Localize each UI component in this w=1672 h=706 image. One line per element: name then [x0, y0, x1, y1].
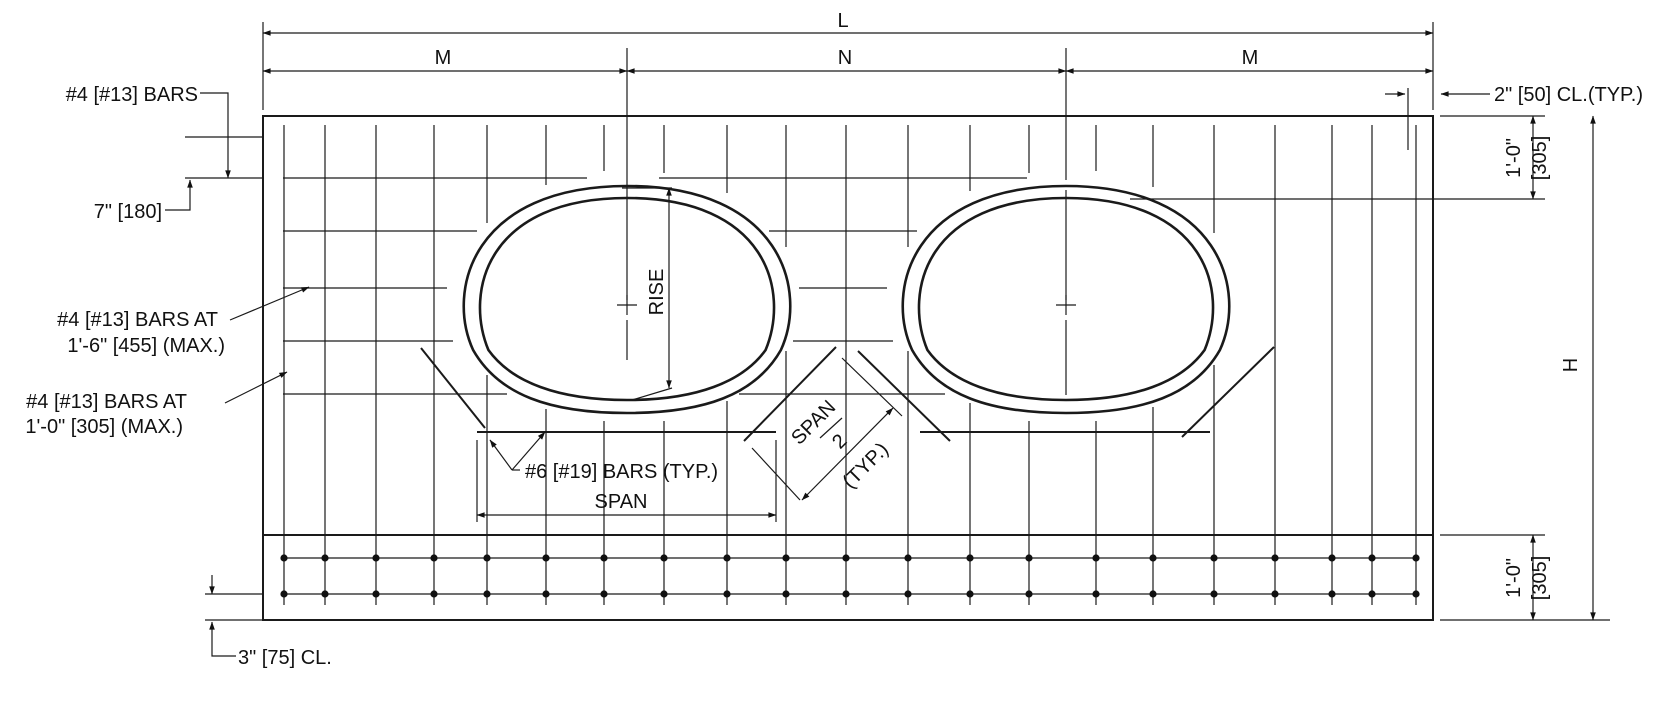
label-span: SPAN [595, 491, 648, 513]
bar-section-dot [321, 554, 329, 562]
bar-section-dot [660, 590, 668, 598]
label-top-spacing: 7" [180] [94, 201, 162, 223]
bar-section-dot [1025, 590, 1033, 598]
dimension-lines-top [262, 22, 1434, 110]
label-top-cover-metric: [305] [1529, 136, 1551, 180]
label-bottom-zone: 1'-0" [1503, 558, 1525, 598]
label-grid-large-2: 1'-6" [455] (MAX.) [67, 335, 225, 357]
dimension-lines-right [1130, 88, 1610, 621]
label-clear-cover-bottom: 3" [75] CL. [238, 647, 332, 669]
bar-section-dot [1149, 554, 1157, 562]
callout-leaders-left [165, 92, 546, 657]
labels: L M N M 2" [50] CL.(TYP.) #4 [#13] BARS … [25, 10, 1643, 669]
bar-section-dot [782, 590, 790, 598]
label-M-right: M [1242, 47, 1259, 69]
bar-section-dot [600, 554, 608, 562]
span-rise-dimensions [476, 187, 903, 522]
headwall-outline [262, 115, 1434, 621]
label-bottom-zone-metric: [305] [1529, 556, 1551, 600]
bar-section-dot [1368, 590, 1376, 598]
bar-section-dot [782, 554, 790, 562]
bar-section-dot [372, 554, 380, 562]
bar-section-dot [430, 554, 438, 562]
label-top-cover: 1'-0" [1503, 138, 1525, 178]
bar-section-dot [1092, 554, 1100, 562]
label-M-left: M [435, 47, 452, 69]
bar-section-dot [1271, 554, 1279, 562]
bar-section-dot [966, 590, 974, 598]
bar-section-dot [483, 554, 491, 562]
bar-section-dot [904, 554, 912, 562]
bar-section-dot [1368, 554, 1376, 562]
reinforcement-grid [283, 125, 1418, 605]
bar-section-dot [483, 590, 491, 598]
bar-section-dot [372, 590, 380, 598]
bar-section-dot [966, 554, 974, 562]
bar-section-dot [1149, 590, 1157, 598]
bar-section-dot [542, 590, 550, 598]
bar-section-dot [1271, 590, 1279, 598]
label-diagonal-bars: #6 [#19] BARS (TYP.) [525, 461, 718, 483]
bar-section-dot [1328, 590, 1336, 598]
fraction-bar [819, 417, 843, 439]
left-arch-opening [462, 184, 792, 415]
bar-section-dot [723, 554, 731, 562]
label-rise: RISE [646, 269, 668, 316]
label-N: N [838, 47, 852, 69]
bar-section-dot [1025, 554, 1033, 562]
bar-section-dot [321, 590, 329, 598]
bar-section-dot [1412, 590, 1420, 598]
bar-section-dot [280, 554, 288, 562]
bar-section-dot [542, 554, 550, 562]
label-clear-cover-top: 2" [50] CL.(TYP.) [1494, 84, 1643, 106]
label-half-span-bottom: 2 [828, 430, 851, 453]
bar-section-dot [1092, 590, 1100, 598]
label-grid-large-1: #4 [#13] BARS AT [57, 309, 218, 331]
bar-section-dot [1210, 590, 1218, 598]
bar-section-dot [660, 554, 668, 562]
bar-section-dot [1328, 554, 1336, 562]
bottom-longitudinal-bars [280, 554, 1420, 598]
bar-section-dot [723, 590, 731, 598]
bar-section-dot [1412, 554, 1420, 562]
right-arch-opening [901, 184, 1231, 415]
label-grid-small-1: #4 [#13] BARS AT [26, 391, 187, 413]
bar-section-dot [842, 590, 850, 598]
bar-section-dot [1210, 554, 1218, 562]
diagonal-bars [420, 346, 1275, 442]
label-L: L [837, 10, 848, 32]
label-H: H [1560, 358, 1582, 372]
bar-section-dot [842, 554, 850, 562]
label-top-bars: #4 [#13] BARS [66, 84, 198, 106]
bar-section-dot [280, 590, 288, 598]
bar-section-dot [430, 590, 438, 598]
bar-section-dot [600, 590, 608, 598]
bar-section-dot [904, 590, 912, 598]
label-grid-small-2: 1'-0" [305] (MAX.) [25, 416, 183, 438]
